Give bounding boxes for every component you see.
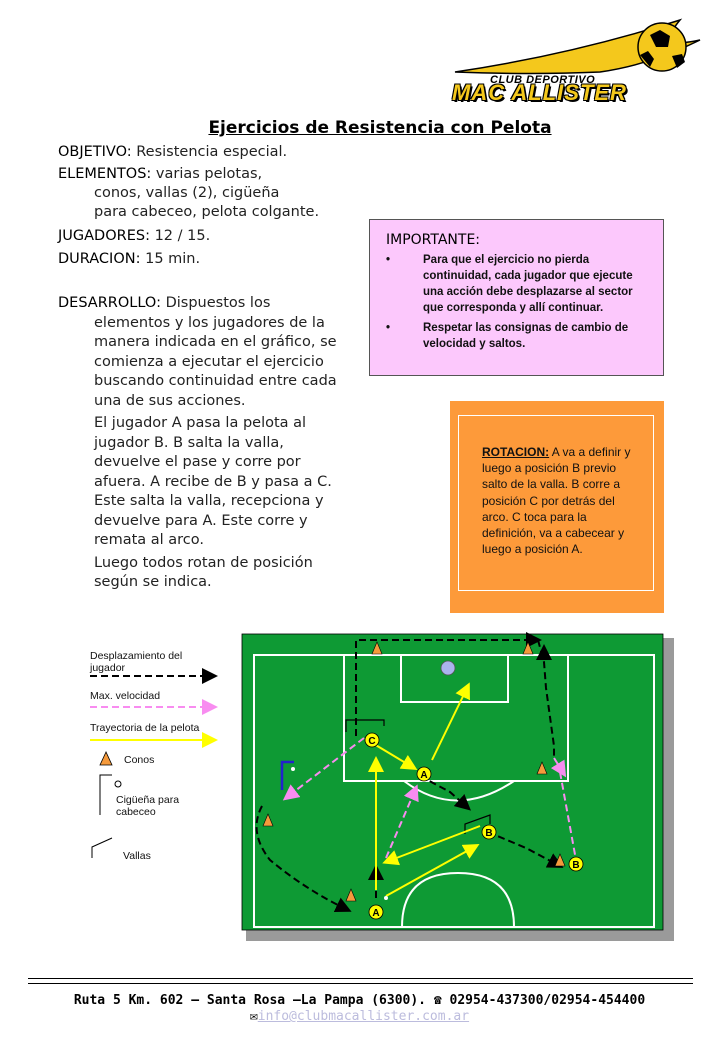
duracion-row: DURACION: 15 min. — [58, 250, 200, 269]
ball-path-c-to-a — [373, 743, 418, 771]
hurdle-icon — [464, 814, 491, 834]
player-a-bottom: A — [368, 904, 384, 920]
elementos-value: varias pelotas, — [155, 166, 263, 182]
header-post-ball-icon — [291, 767, 295, 771]
logo-club-name: MAC ALLISTER — [452, 80, 627, 105]
legend-header-post-icon — [99, 774, 122, 815]
player-c-label: C — [368, 736, 375, 747]
desarrollo-paragraph-2: El jugador A pasa la pelota al jugador B… — [94, 415, 332, 548]
jugadores-value: 12 / 15. — [154, 228, 211, 244]
rotation-box: ROTACION: A va a definir y luego a posic… — [450, 401, 664, 613]
club-logo — [450, 10, 710, 110]
exercise-field-diagram: C A B A B — [241, 632, 674, 941]
move-path-left-route — [255, 805, 352, 913]
important-item-text: Para que el ejercicio no pierda continui… — [423, 254, 633, 314]
bullet-icon: • — [386, 254, 391, 266]
cone-icon — [345, 888, 357, 902]
legend-hurdle-icon — [91, 837, 113, 858]
important-item: • Respetar las consignas de cambio de vel… — [370, 320, 655, 352]
elementos-value-line3: para cabeceo, pelota colgante. — [94, 204, 320, 220]
legend-hurdles-label: Vallas — [123, 850, 151, 862]
speed-path-c — [282, 737, 365, 801]
cone-icon — [522, 641, 534, 655]
ball-path-a-to-b — [385, 844, 480, 897]
important-heading: IMPORTANTE: — [386, 232, 481, 248]
legend-header-post-label: Cigüeña para cabeceo — [116, 794, 180, 818]
duracion-label: DURACION: — [58, 251, 141, 267]
player-a-label: A — [420, 770, 427, 781]
elementos-value-line2: conos, vallas (2), cigüeña — [94, 185, 280, 201]
cone-icon — [536, 761, 548, 775]
jugadores-row: JUGADORES: 12 / 15. — [58, 227, 210, 246]
cone-icon — [262, 813, 274, 827]
speed-path-a — [385, 784, 419, 859]
player-c: C — [364, 732, 380, 748]
player-b-label: B — [485, 828, 492, 839]
bullet-icon: • — [386, 322, 391, 334]
move-path-a-to-hurdle — [419, 775, 471, 811]
ball-path-b-to-a — [382, 825, 481, 866]
elementos-row: ELEMENTOS: varias pelotas, — [58, 165, 262, 184]
jugadores-label: JUGADORES: — [58, 228, 150, 244]
move-path-b-to-corner — [487, 831, 564, 868]
objetivo-value: Resistencia especial. — [136, 144, 288, 160]
header-post-icon — [280, 760, 294, 790]
important-list: • Para que el ejercicio no pierda continu… — [370, 252, 655, 356]
player-a-label: A — [372, 908, 379, 919]
hurdle-icon — [345, 719, 385, 732]
ball-path-shot — [431, 682, 470, 761]
desarrollo-paragraph-3: Luego todos rotan de posición según se i… — [94, 554, 313, 591]
center-circle — [401, 871, 515, 928]
logo-club-line: CLUB DEPORTIVO — [490, 74, 596, 86]
ball-icon — [384, 896, 388, 900]
desarrollo-label: DESARROLLO: — [58, 295, 161, 311]
important-box: IMPORTANTE: • Para que el ejercicio no pi… — [369, 219, 664, 376]
rotation-label: ROTACION: — [482, 445, 550, 459]
important-item-text: Respetar las consignas de cambio de velo… — [423, 322, 629, 350]
legend-ball-path-label: Trayectoria de la pelota — [90, 722, 200, 734]
footer-email-row[interactable]: ✉info@clubmacallister.com.ar — [0, 1009, 719, 1024]
player-b-center: B — [481, 824, 497, 840]
logo-swoosh-icon — [454, 18, 701, 75]
desarrollo-intro: DESARROLLO: Dispuestos los — [58, 294, 348, 314]
important-item: • Para que el ejercicio no pierda continu… — [370, 252, 655, 316]
player-a-top: A — [416, 766, 432, 782]
footer-address: Ruta 5 Km. 602 – Santa Rosa –La Pampa (6… — [73, 993, 646, 1008]
footer-email-link[interactable]: info@clubmacallister.com.ar — [257, 1009, 470, 1024]
duracion-value: 15 min. — [145, 251, 201, 267]
legend-cone-icon — [99, 751, 113, 766]
goal-area — [400, 654, 509, 703]
player-b-right: B — [568, 856, 584, 872]
speed-path-b — [559, 771, 577, 861]
page-title: Ejercicios de Resistencia con Pelota — [208, 118, 552, 138]
legend-cones-label: Conos — [124, 754, 155, 766]
player-b-label: B — [572, 860, 579, 871]
rotation-text: ROTACION: A va a definir y luego a posic… — [482, 444, 632, 557]
footer-divider — [28, 983, 693, 984]
desarrollo-paragraph-1: elementos y los jugadores de la manera i… — [94, 314, 337, 409]
desarrollo-section: DESARROLLO: Dispuestos los elementos y l… — [58, 294, 348, 595]
legend-player-move-label: Desplazamiento del jugador — [90, 650, 183, 674]
hanging-ball-icon — [440, 660, 456, 676]
speed-path-b-arrow — [550, 757, 567, 778]
objetivo-label: OBJETIVO: — [58, 144, 132, 160]
mail-icon: ✉ — [249, 1009, 258, 1024]
objetivo-row: OBJETIVO: Resistencia especial. — [58, 143, 287, 162]
elementos-label: ELEMENTOS: — [58, 166, 152, 182]
footer-divider — [28, 978, 693, 979]
cone-icon — [554, 853, 566, 867]
desarrollo-intro-text: Dispuestos los — [165, 295, 271, 311]
rotation-inner-frame — [458, 415, 654, 591]
rotation-body: A va a definir y luego a posición B prev… — [482, 445, 631, 557]
cone-icon — [371, 641, 383, 655]
legend-max-speed-label: Max. velocidad — [90, 690, 161, 702]
